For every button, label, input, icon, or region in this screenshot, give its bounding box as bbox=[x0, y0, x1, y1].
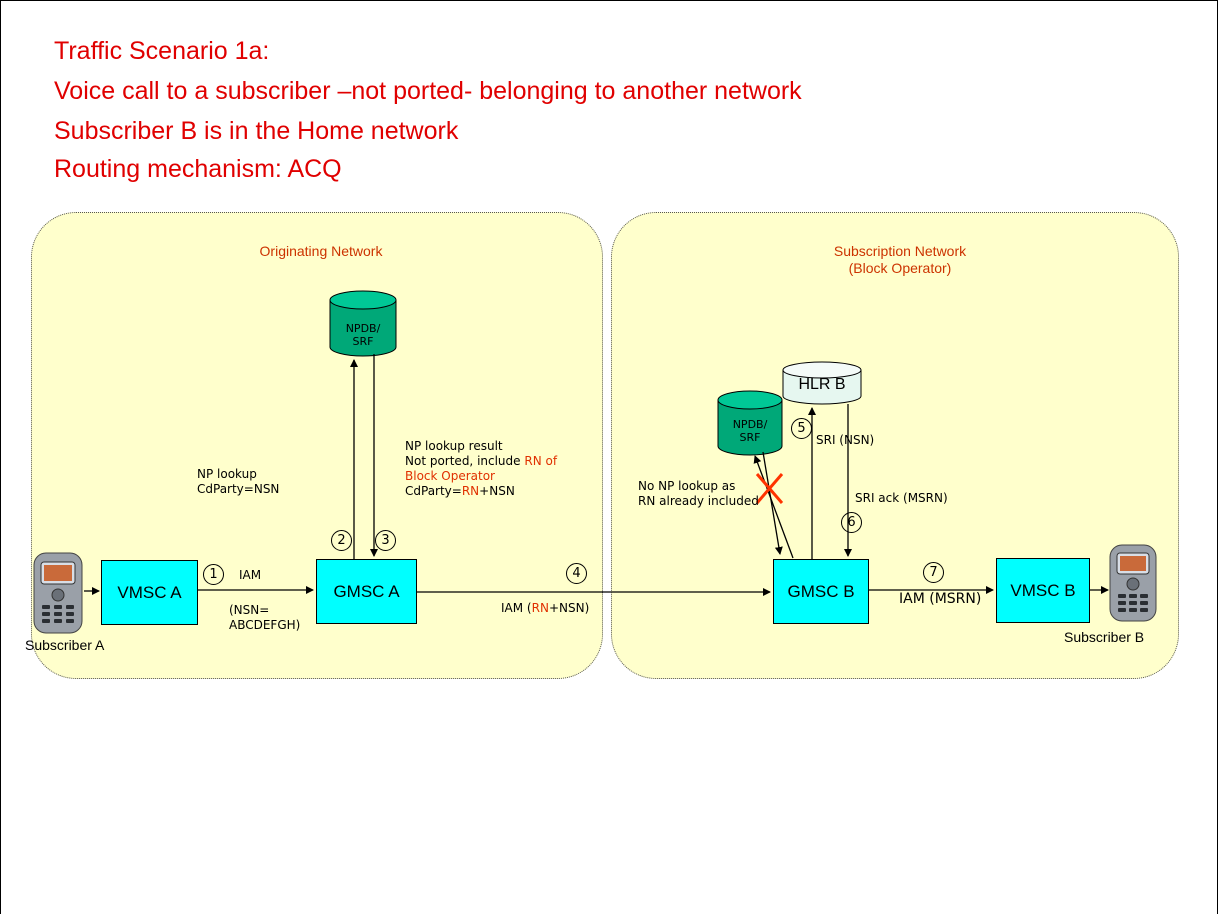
subscription-network-label: Subscription Network (Block Operator) bbox=[810, 243, 990, 277]
phone-icon-a bbox=[33, 552, 83, 634]
phone-icon-b bbox=[1109, 544, 1157, 622]
subscriber-b-label: Subscriber B bbox=[1064, 629, 1145, 645]
np-result-line1: NP lookup result bbox=[405, 439, 503, 453]
arrow-npdb-b-to-gmsc-b bbox=[762, 451, 783, 555]
hlr-b-cylinder bbox=[782, 361, 862, 405]
np-result-line2: Not ported, include RN of bbox=[405, 454, 557, 469]
np-result-line4-suffix: +NSN bbox=[479, 484, 515, 498]
np-result-line2-text: Not ported, include bbox=[405, 454, 525, 468]
iam-4-rn: RN bbox=[531, 601, 549, 615]
np-lookup-line1: NP lookup bbox=[197, 467, 257, 481]
npdb-b-label-line2: SRF bbox=[739, 431, 761, 444]
sri-ack-label: SRI ack (MSRN) bbox=[855, 491, 948, 505]
step-1: 1 bbox=[203, 564, 224, 585]
hlr-b-label: HLR B bbox=[798, 376, 846, 393]
iam-4-prefix: IAM ( bbox=[501, 601, 532, 615]
gmsc-b-node: GMSC B bbox=[773, 559, 869, 624]
title-line-3: Subscriber B is in the Home network bbox=[54, 117, 459, 145]
npdb-a-cylinder bbox=[329, 290, 397, 357]
step-7: 7 bbox=[923, 562, 944, 583]
npdb-b-label: NPDB/ SRF bbox=[722, 418, 778, 444]
np-result-line4: CdParty=RN+NSN bbox=[405, 484, 557, 499]
npdb-b-cylinder bbox=[717, 390, 783, 456]
arrow-gmsc-b-to-npdb-b bbox=[753, 455, 794, 559]
no-np-lookup-line2: RN already included bbox=[638, 494, 759, 508]
subscription-network-operator: (Block Operator) bbox=[848, 260, 952, 276]
np-result-line4-prefix: CdParty= bbox=[405, 484, 462, 498]
vmsc-a-node: VMSC A bbox=[101, 560, 198, 625]
npdb-a-label-line2: SRF bbox=[352, 335, 374, 348]
subscriber-a-label: Subscriber A bbox=[25, 637, 105, 653]
iam-4-suffix: +NSN) bbox=[548, 601, 590, 615]
sri-label: SRI (NSN) bbox=[816, 433, 875, 447]
title-line-4: Routing mechanism: ACQ bbox=[54, 155, 342, 183]
title-line-1: Traffic Scenario 1a: bbox=[54, 37, 270, 65]
no-lookup-cross-icon bbox=[755, 473, 784, 504]
no-np-lookup-line1: No NP lookup as bbox=[638, 479, 736, 493]
npdb-b-label-line1: NPDB/ bbox=[732, 418, 768, 431]
iam-1-label: IAM bbox=[239, 568, 262, 582]
vmsc-b-node: VMSC B bbox=[996, 558, 1090, 623]
step-5: 5 bbox=[791, 418, 812, 439]
no-np-lookup-label: No NP lookup as RN already included bbox=[638, 479, 759, 509]
npdb-a-label-line1: NPDB/ bbox=[345, 322, 381, 335]
originating-network-label: Originating Network bbox=[259, 243, 383, 259]
nsn-label-line1: (NSN= bbox=[229, 603, 270, 617]
npdb-a-label: NPDB/ SRF bbox=[335, 322, 391, 348]
step-3: 3 bbox=[375, 530, 396, 551]
nsn-label-line2: ABCDEFGH) bbox=[229, 618, 301, 632]
step-4: 4 bbox=[566, 563, 587, 584]
np-lookup-line2: CdParty=NSN bbox=[197, 482, 280, 496]
np-result-line3: Block Operator bbox=[405, 469, 495, 483]
nsn-label: (NSN= ABCDEFGH) bbox=[229, 603, 300, 633]
np-result-line2-rn: RN of bbox=[524, 454, 558, 468]
step-6: 6 bbox=[841, 512, 862, 533]
np-lookup-result-label: NP lookup result Not ported, include RN … bbox=[405, 439, 557, 499]
subscription-network-title: Subscription Network bbox=[833, 243, 967, 259]
np-lookup-label: NP lookup CdParty=NSN bbox=[197, 467, 279, 497]
title-line-2: Voice call to a subscriber –not ported- … bbox=[54, 77, 802, 105]
np-result-line4-rn: RN bbox=[461, 484, 480, 498]
step-2: 2 bbox=[331, 530, 352, 551]
iam-4-label: IAM (RN+NSN) bbox=[501, 601, 589, 616]
iam-7-label: IAM (MSRN) bbox=[899, 591, 982, 607]
gmsc-a-node: GMSC A bbox=[316, 559, 417, 624]
